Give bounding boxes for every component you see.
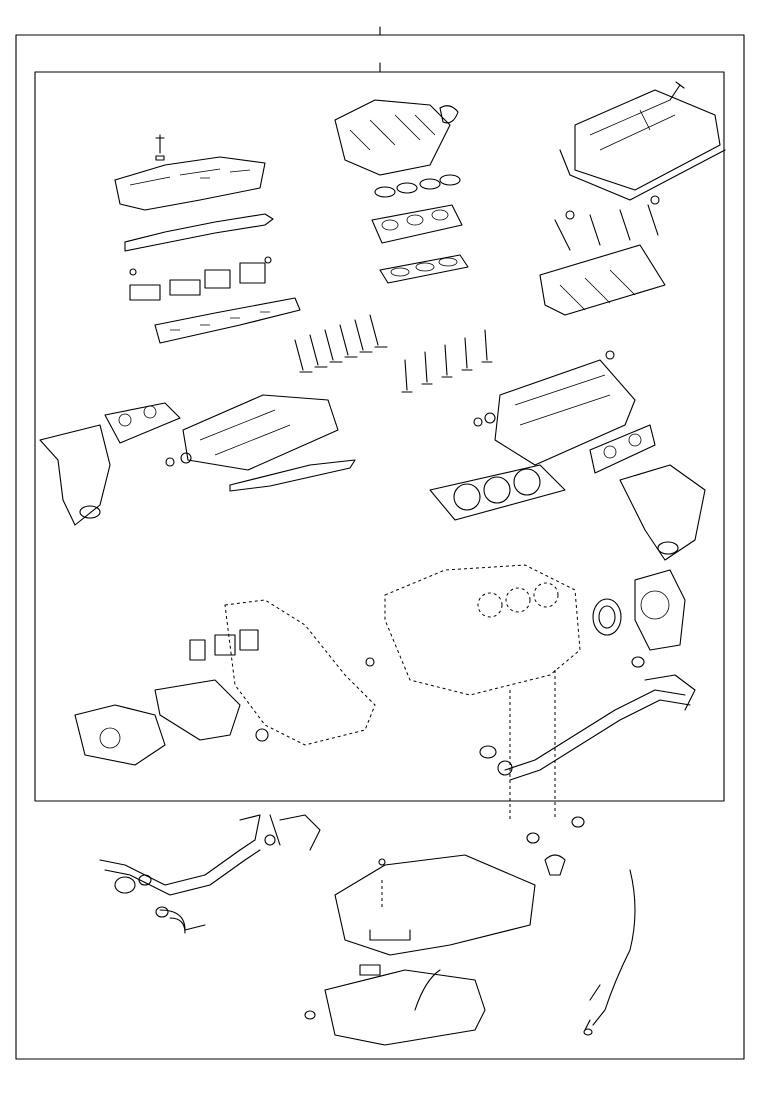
exhaust-manifold-right[interactable] — [619, 464, 706, 561]
exhaust-gasket-right[interactable] — [589, 424, 656, 474]
left-exhaust-rail[interactable] — [154, 297, 301, 344]
rear-oil-seal[interactable] — [592, 598, 622, 636]
valves-left-bank[interactable] — [294, 314, 388, 373]
intake-port-gaskets-left[interactable] — [129, 256, 272, 301]
left-valve-cover[interactable] — [114, 134, 266, 211]
head-gasket-right[interactable] — [429, 464, 566, 521]
kit-frames — [15, 26, 745, 1060]
cylinder-head-right[interactable] — [473, 350, 636, 466]
left-valve-cover-gasket[interactable] — [124, 213, 274, 252]
right-exhaust-rail[interactable] — [539, 244, 666, 316]
timing-gaskets[interactable] — [154, 629, 259, 741]
water-pump[interactable] — [74, 704, 166, 766]
oil-drain-gaskets[interactable] — [526, 816, 585, 876]
cylinder-head-left[interactable] — [165, 394, 339, 471]
timing-chain-cover[interactable] — [224, 599, 376, 746]
water-bypass-pipe[interactable] — [479, 674, 696, 781]
oil-dipstick[interactable] — [583, 869, 636, 1036]
head-gasket-left[interactable] — [229, 459, 356, 492]
right-valve-cover[interactable] — [559, 81, 726, 201]
intake-manifold-upper[interactable] — [334, 99, 459, 176]
exhaust-gasket-left[interactable] — [104, 402, 181, 444]
water-outlet-housing[interactable] — [239, 814, 321, 851]
oil-pan-lower[interactable] — [304, 964, 486, 1046]
outer-kit-frame — [15, 34, 745, 1060]
oil-pan-upper[interactable] — [334, 854, 536, 956]
rear-seal-retainer[interactable] — [631, 569, 686, 668]
exhaust-manifold-left[interactable] — [39, 424, 111, 526]
right-valve-gaskets[interactable] — [554, 195, 660, 251]
inner-kit-frame — [34, 71, 725, 802]
valves-right-bank[interactable] — [401, 329, 493, 393]
intake-gasket-set[interactable] — [371, 174, 469, 284]
cylinder-block[interactable] — [384, 564, 581, 820]
coolant-pipe-assembly[interactable] — [99, 839, 261, 934]
